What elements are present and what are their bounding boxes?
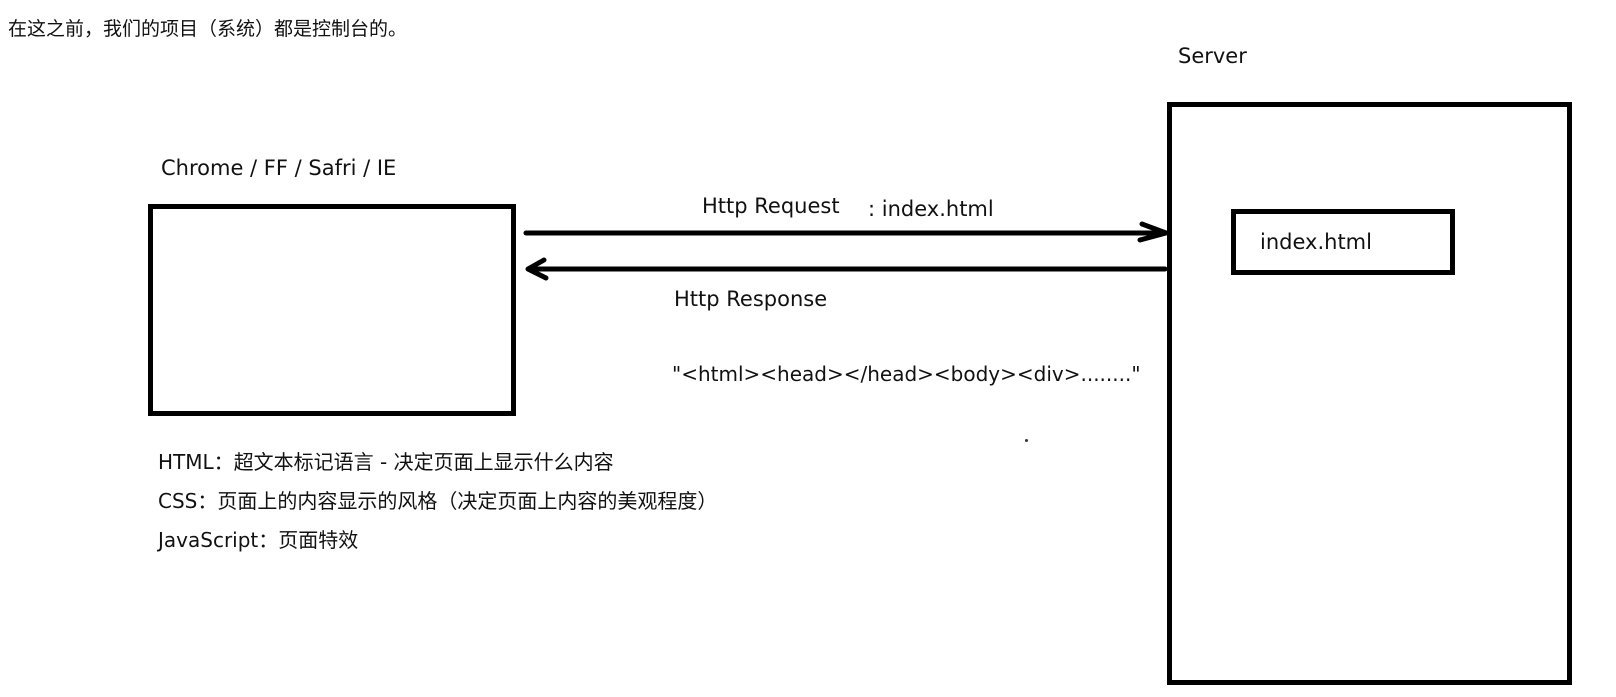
intro-text: 在这之前，我们的项目（系统）都是控制台的。 xyxy=(8,18,408,40)
browser-box xyxy=(148,204,516,416)
request-label: Http Request xyxy=(702,194,840,218)
note-javascript: JavaScript：页面特效 xyxy=(158,528,359,552)
browser-label: Chrome / FF / Safri / IE xyxy=(161,156,397,180)
note-html: HTML：超文本标记语言 - 决定页面上显示什么内容 xyxy=(158,450,614,474)
note-css: CSS：页面上的内容显示的风格（决定页面上内容的美观程度） xyxy=(158,489,718,513)
server-file-label: index.html xyxy=(1260,230,1372,254)
server-file-box xyxy=(1231,209,1455,275)
response-body-text: "<html><head></head><body><div>........" xyxy=(672,362,1141,386)
response-arrow xyxy=(525,257,1168,281)
server-label: Server xyxy=(1178,44,1247,68)
server-box xyxy=(1167,102,1572,685)
response-label: Http Response xyxy=(674,287,828,311)
stray-dot xyxy=(1025,439,1028,442)
request-arrow xyxy=(523,221,1169,243)
request-file-label: : index.html xyxy=(868,197,994,221)
